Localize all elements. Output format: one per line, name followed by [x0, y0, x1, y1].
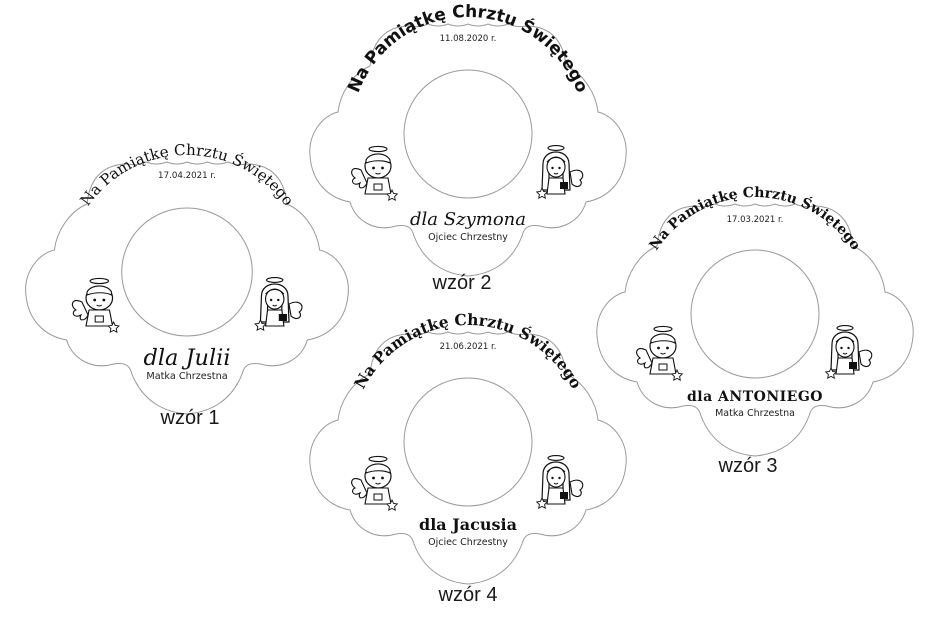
bottle-hole — [403, 69, 533, 199]
label-name: dla ANTONIEGO — [687, 389, 823, 405]
caption-wzor-2: wzór 2 — [432, 272, 492, 294]
caption-wzor-3: wzór 3 — [718, 455, 778, 477]
label-signature: Matka Chrzestna — [146, 371, 227, 382]
label-date: 11.08.2020 r. — [440, 34, 497, 44]
caption-wzor-4: wzór 4 — [438, 584, 498, 606]
caption-wzor-1: wzór 1 — [160, 407, 220, 429]
label-wzor-1: 17.04.2021 r. Na Pamiątkę Chrztu Święteg… — [25, 141, 349, 415]
label-name: dla Julii — [143, 345, 230, 371]
bottle-hole — [121, 207, 253, 337]
label-wzor-4: 21.06.2021 r. Na Pamiątkę Chrztu Święteg… — [309, 310, 627, 585]
label-date: 17.03.2021 r. — [727, 215, 784, 225]
bottle-hole — [690, 249, 820, 379]
label-signature: Ojciec Chrzestny — [428, 537, 508, 548]
label-date: 21.06.2021 r. — [440, 342, 497, 352]
label-name: dla Szymona — [410, 209, 526, 230]
label-signature: Ojciec Chrzestny — [428, 232, 508, 243]
label-wzor-3: 17.03.2021 r. Na Pamiątkę Chrztu Święteg… — [596, 185, 914, 457]
label-wzor-2: 11.08.2020 r. Na Pamiątkę Chrztu Święteg… — [309, 2, 627, 277]
label-signature: Matka Chrzestna — [715, 408, 795, 419]
label-date: 17.04.2021 r. — [158, 171, 216, 181]
bottle-hole — [403, 377, 533, 507]
label-name: dla Jacusia — [419, 515, 517, 534]
